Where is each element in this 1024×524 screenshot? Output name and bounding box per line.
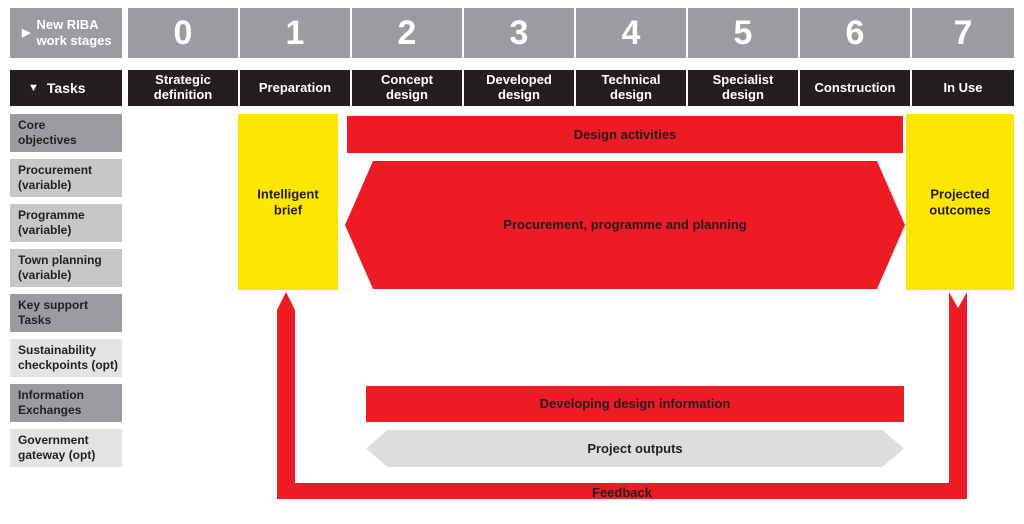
intelligent-brief-box: Intelligent brief [238,114,338,290]
feedback-loop-bottom-rail [277,483,967,499]
task-row-line2: objectives [18,133,77,147]
stage-name-line1: Construction [814,79,896,95]
stage-name-line1: Strategic [155,72,211,88]
task-row-line1: Sustainability [18,343,97,357]
task-row-line1: Town planning [18,253,102,267]
stage-name-line2: definition [153,87,213,102]
task-row-line1: Government [18,433,89,447]
legend-tasks[interactable]: ▼ Tasks [10,70,122,106]
project-outputs-label: Project outputs [587,440,683,456]
stage-number-7[interactable]: 7 [912,8,1014,58]
task-row-line2: (variable) [18,223,72,237]
stage-number-2[interactable]: 2 [352,8,462,58]
expand-right-triangle-icon: ▶ [22,26,31,39]
legend-new-riba-work-stages[interactable]: ▶ New RIBA work stages [10,8,122,58]
stage-number-0[interactable]: 0 [128,8,238,58]
stage-name-text: Preparation [258,79,332,96]
stage-number-text: 5 [733,14,753,52]
stage-name-line1: Preparation [258,79,332,95]
expand-down-triangle-icon: ▼ [28,81,39,94]
stage-name-line1: Specialist [712,72,774,88]
task-row-line2: (variable) [18,178,72,192]
stage-name-text: In Use [943,79,983,96]
developing-design-information-bar: Developing design information [366,386,904,422]
design-activities-label: Design activities [573,126,677,142]
projected-outcomes-label: Projected outcomes [929,186,991,217]
stage-name-line1: Developed [486,72,552,88]
stage-number-text: 0 [173,14,193,52]
task-row-line2: checkpoints (opt) [18,358,119,372]
stage-name-line2: design [610,87,652,102]
task-row-line2: (variable) [18,268,72,282]
task-row-1[interactable]: Procurement(variable) [10,159,122,197]
procurement-programme-planning-label: Procurement, programme and planning [503,217,747,233]
stage-number-text: 7 [953,14,973,52]
stage-name-7[interactable]: In Use [912,70,1014,106]
stage-name-line2: design [722,87,764,102]
stage-number-6[interactable]: 6 [800,8,910,58]
stage-number-1[interactable]: 1 [240,8,350,58]
stage-number-text: 3 [509,14,529,52]
feedback-label: Feedback [592,485,652,500]
task-row-line1: Key support [18,298,89,312]
task-row-line1: Information [18,388,84,402]
stage-name-line1: Technical [601,72,661,88]
stage-name-line1: In Use [943,79,983,95]
task-row-line1: Core [18,118,46,132]
stage-number-5[interactable]: 5 [688,8,798,58]
project-outputs-band: Project outputs [366,430,904,467]
stage-name-line2: design [386,87,428,102]
design-activities-bar: Design activities [347,116,903,153]
stage-number-text: 2 [397,14,417,52]
stage-name-line1: Concept [381,72,433,88]
task-row-line2: Tasks [18,313,52,327]
projected-outcomes-box: Projected outcomes [906,114,1014,290]
developing-design-information-label: Developing design information [539,396,731,412]
stage-number-text: 6 [845,14,865,52]
stage-name-text: Construction [814,79,896,96]
task-row-line2: Exchanges [18,403,82,417]
stage-number-text: 4 [621,14,641,52]
feedback-loop-left-arrow [277,292,295,492]
task-row-line1: Programme [18,208,85,222]
procurement-programme-planning-band: Procurement, programme and planning [345,161,905,289]
intelligent-brief-label: Intelligent brief [257,186,319,217]
stage-name-6[interactable]: Construction [800,70,910,106]
stage-number-text: 1 [285,14,305,52]
feedback-loop-right-tail [949,292,967,492]
task-row-2[interactable]: Programme(variable) [10,204,122,242]
task-row-3[interactable]: Town planning(variable) [10,249,122,287]
stage-number-3[interactable]: 3 [464,8,574,58]
legend-tasks-label: Tasks [46,80,86,96]
stage-name-line2: design [498,87,540,102]
task-row-line2: gateway (opt) [18,448,96,462]
stage-number-4[interactable]: 4 [576,8,686,58]
stage-name-1[interactable]: Preparation [240,70,350,106]
task-row-line1: Procurement [18,163,93,177]
legend-work-stages-text: New RIBA work stages [36,17,112,48]
